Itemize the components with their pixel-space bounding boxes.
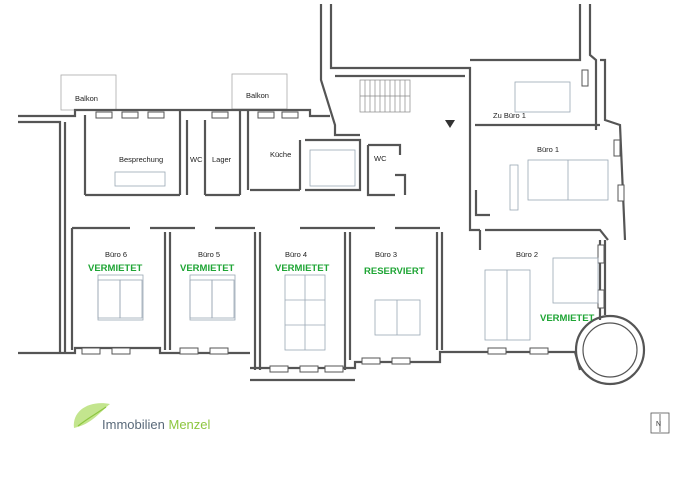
status-buero-4: VERMIETET (275, 263, 330, 274)
status-buero-3: RESERVIERT (364, 266, 425, 277)
walls (18, 4, 646, 386)
compass-north-label: N (656, 421, 661, 428)
room-label-besprechung: Besprechung (119, 155, 163, 164)
company-name: Immobilien Menzel (102, 417, 210, 432)
room-label-buero-2: Büro 2 (516, 250, 538, 259)
company-logo-icon (73, 403, 110, 428)
staircase (359, 79, 411, 113)
room-label-buero-3: Büro 3 (375, 250, 397, 259)
room-label-wc-left: WC (190, 155, 203, 164)
room-label-buero-4: Büro 4 (285, 250, 307, 259)
room-label-lager: Lager (212, 155, 232, 164)
room-label-buero-5: Büro 5 (198, 250, 220, 259)
room-label-wc-right: WC (374, 154, 387, 163)
furniture (97, 81, 609, 351)
north-compass-icon: N (650, 412, 670, 434)
room-label-zu-buero-1: Zu Büro 1 (493, 111, 526, 120)
room-label-balkon-right: Balkon (246, 91, 269, 100)
entrance-arrow-icon (445, 120, 455, 128)
room-label-buero-1: Büro 1 (537, 145, 559, 154)
windows (81, 69, 625, 373)
status-buero-6: VERMIETET (88, 263, 143, 274)
room-label-buero-6: Büro 6 (105, 250, 127, 259)
status-buero-5: VERMIETET (180, 263, 235, 274)
company-name-part2: Menzel (168, 417, 211, 432)
room-label-balkon-left: Balkon (75, 94, 98, 103)
company-name-part1: Immobilien (102, 417, 165, 432)
status-buero-2: VERMIETET (540, 313, 595, 324)
room-label-kueche: Küche (270, 150, 291, 159)
